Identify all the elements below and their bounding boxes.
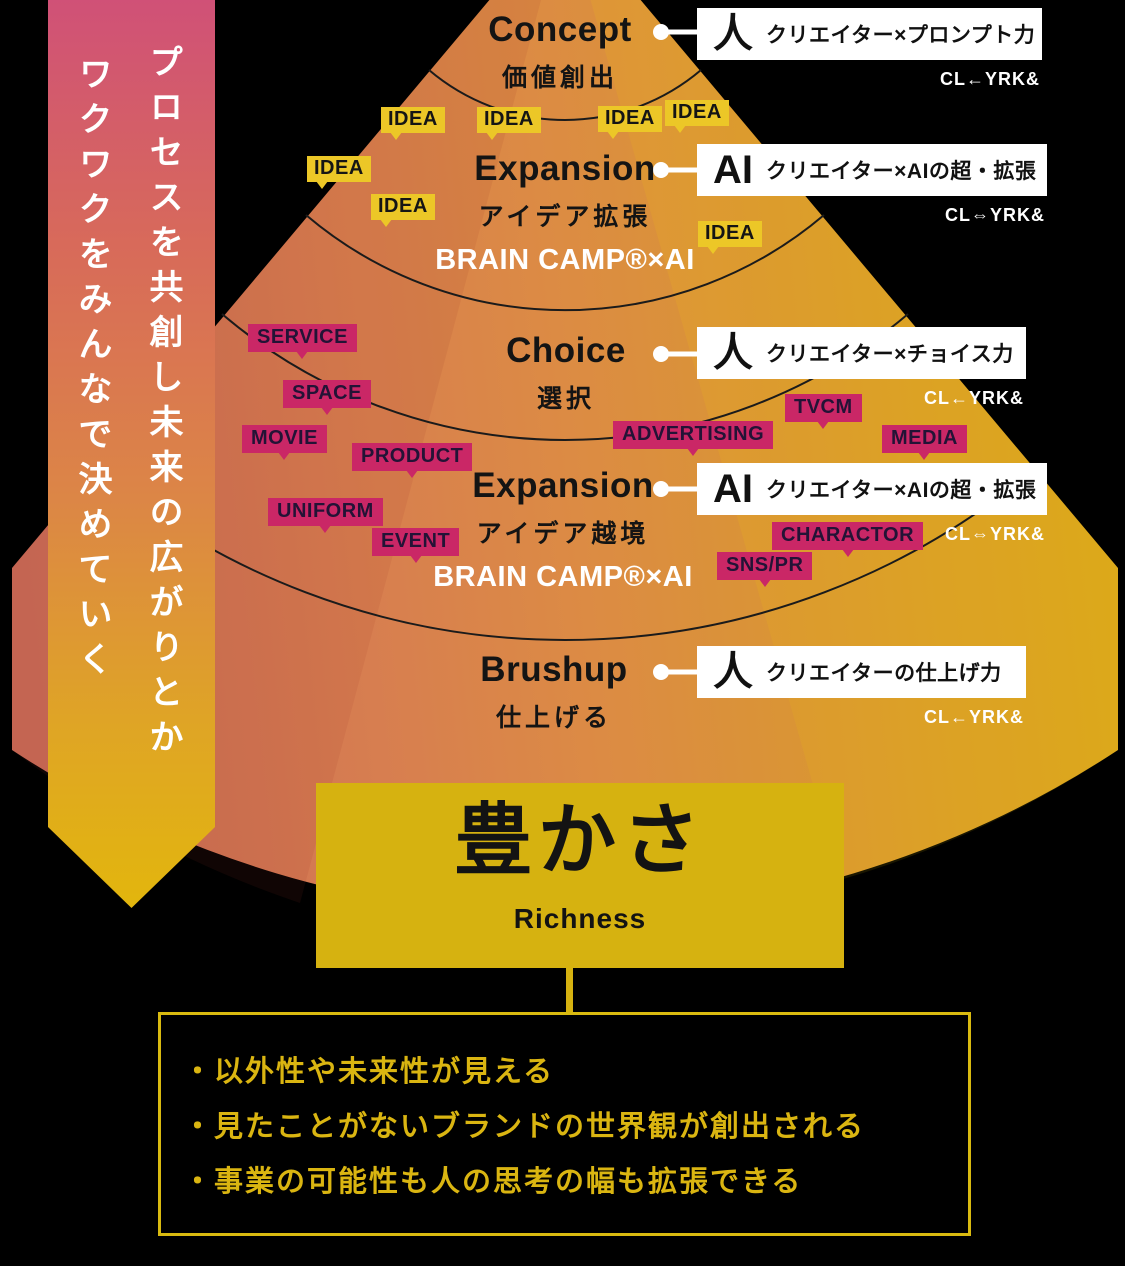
stage-concept: Concept 価値創出 (488, 10, 632, 94)
stage-title: Expansion (474, 149, 656, 188)
stage-brain-label: BRAIN CAMP®×AI (435, 243, 695, 276)
stage-expansion-1: Expansion アイデア拡張 BRAIN CAMP®×AI (435, 149, 695, 277)
stage-subtitle: 仕上げる (495, 703, 613, 732)
category-tag: CHARACTOR (772, 522, 924, 557)
ai-glyph: AI (713, 148, 753, 192)
callout-box: 人 クリエイター×プロンプト力 (697, 8, 1042, 60)
benefit-list: ・以外性や未来性が見える・見たことがないブランドの世界観が創出される・事業の可能… (161, 1015, 968, 1210)
ribbon-arrow (48, 0, 215, 908)
category-tag: TVCM (785, 394, 862, 429)
stage-subtitle: アイデア越境 (476, 519, 650, 548)
richness-box: 豊かさ Richness (316, 783, 844, 968)
richness-title: 豊かさ (453, 796, 706, 884)
category-tag: MOVIE (242, 425, 327, 460)
flow-label: CL⇔YRK& (945, 524, 1045, 544)
category-tag: ADVERTISING (613, 421, 774, 456)
callout-box: AI クリエイター×AIの超・拡張 (697, 463, 1047, 515)
idea-tag: IDEA (371, 194, 435, 227)
flow-label: CL⇔YRK& (945, 205, 1045, 225)
callout-box: AI クリエイター×AIの超・拡張 (697, 144, 1047, 196)
category-tag: SERVICE (248, 324, 357, 359)
benefits-box: ・以外性や未来性が見える・見たことがないブランドの世界観が創出される・事業の可能… (158, 1012, 971, 1236)
flow-label: CL←YRK& (924, 388, 1024, 408)
stage-expansion-2: Expansion アイデア越境 BRAIN CAMP®×AI (433, 466, 693, 594)
callout-label: クリエイターの仕上げ力 (766, 662, 1002, 685)
stage-title: Choice (506, 331, 626, 370)
callout-box: 人 クリエイターの仕上げ力 (697, 646, 1026, 698)
idea-tag: IDEA (598, 106, 662, 139)
benefit-item: ・以外性や未来性が見える (183, 1056, 555, 1088)
stage-choice: Choice 選択 (506, 331, 626, 415)
ai-glyph: AI (713, 467, 753, 511)
callout-label: クリエイター×AIの超・拡張 (766, 160, 1037, 183)
category-tag: EVENT (372, 528, 460, 563)
flow-label: CL←YRK& (940, 69, 1040, 89)
stage-title: Brushup (480, 650, 628, 689)
stage-subtitle: 価値創出 (501, 63, 618, 92)
stage-brain-label: BRAIN CAMP®×AI (433, 560, 693, 593)
idea-tag: IDEA (381, 107, 445, 140)
stage-title: Concept (488, 10, 632, 49)
callout-expansion-1: AI クリエイター×AIの超・拡張 CL⇔YRK& (697, 144, 1047, 225)
stage-title: Expansion (472, 466, 654, 505)
callout-label: クリエイター×チョイス力 (766, 343, 1014, 366)
category-tag: SNS/PR (717, 552, 813, 587)
richness-subtitle: Richness (513, 903, 647, 934)
human-glyph: 人 (713, 12, 753, 56)
human-glyph: 人 (713, 331, 753, 375)
benefit-item: ・事業の可能性も人の思考の幅も拡張できる (183, 1166, 803, 1198)
stage-subtitle: 選択 (536, 384, 596, 413)
callout-dots (653, 24, 669, 680)
flow-label: CL←YRK& (924, 707, 1024, 727)
callout-brushup: 人 クリエイターの仕上げ力 CL←YRK& (697, 646, 1026, 727)
idea-tag: IDEA (477, 107, 541, 140)
callout-label: クリエイター×AIの超・拡張 (766, 479, 1037, 502)
idea-tag: IDEA (698, 221, 762, 254)
category-tag: SPACE (283, 380, 371, 415)
stage-subtitle: アイデア拡張 (478, 202, 652, 231)
stage-brushup: Brushup 仕上げる (480, 650, 628, 734)
category-tag: PRODUCT (352, 443, 473, 478)
category-tag: UNIFORM (268, 498, 383, 533)
benefit-item: ・見たことがないブランドの世界観が創出される (183, 1111, 866, 1143)
human-glyph: 人 (713, 650, 753, 694)
category-tag: MEDIA (882, 425, 967, 460)
callout-box: 人 クリエイター×チョイス力 (697, 327, 1026, 379)
idea-tag: IDEA (665, 100, 729, 133)
callout-concept: 人 クリエイター×プロンプト力 CL←YRK& (697, 8, 1042, 89)
callout-choice: 人 クリエイター×チョイス力 CL←YRK& (697, 327, 1026, 408)
callout-expansion-2: AI クリエイター×AIの超・拡張 CL⇔YRK& (697, 463, 1047, 544)
richness-connector-line (566, 966, 573, 1014)
ribbon-text-line-2: ワクワクをみんなで決めていく (73, 56, 111, 686)
callout-label: クリエイター×プロンプト力 (766, 24, 1036, 47)
idea-tag: IDEA (307, 156, 371, 189)
ribbon-text-line-1: プロセスを共創し未来の広がりとか (144, 44, 182, 764)
